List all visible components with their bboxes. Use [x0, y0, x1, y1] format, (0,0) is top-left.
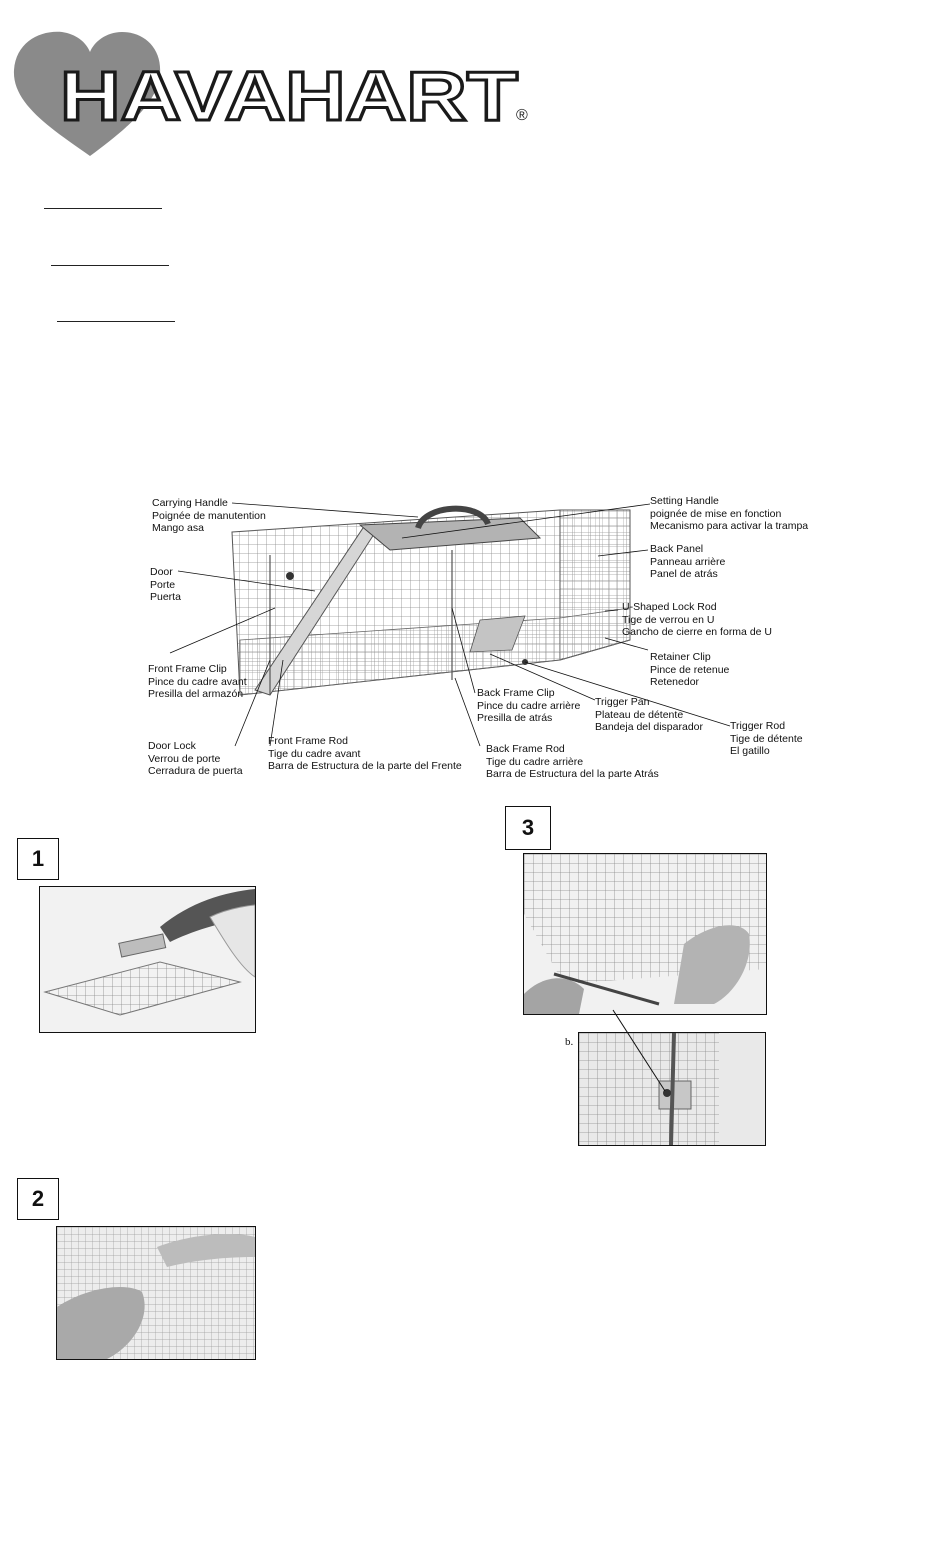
step-3-label-b: b.	[565, 1036, 573, 1048]
blank-line-2	[51, 265, 169, 266]
step-2-photo	[56, 1226, 256, 1360]
step-3-photo-a	[523, 853, 767, 1015]
blank-line-1	[44, 208, 162, 209]
step-2-number-box: 2	[17, 1178, 59, 1220]
step-1-photo	[39, 886, 256, 1033]
step-3-number-box: 3	[505, 806, 551, 850]
step-1-number-box: 1	[17, 838, 59, 880]
blank-line-3	[57, 321, 175, 322]
havahart-logo: HAVAHART ®	[10, 28, 540, 163]
brand-name: HAVAHART	[60, 57, 518, 135]
registered-mark: ®	[516, 107, 528, 124]
step-3-photo-b	[578, 1032, 766, 1146]
